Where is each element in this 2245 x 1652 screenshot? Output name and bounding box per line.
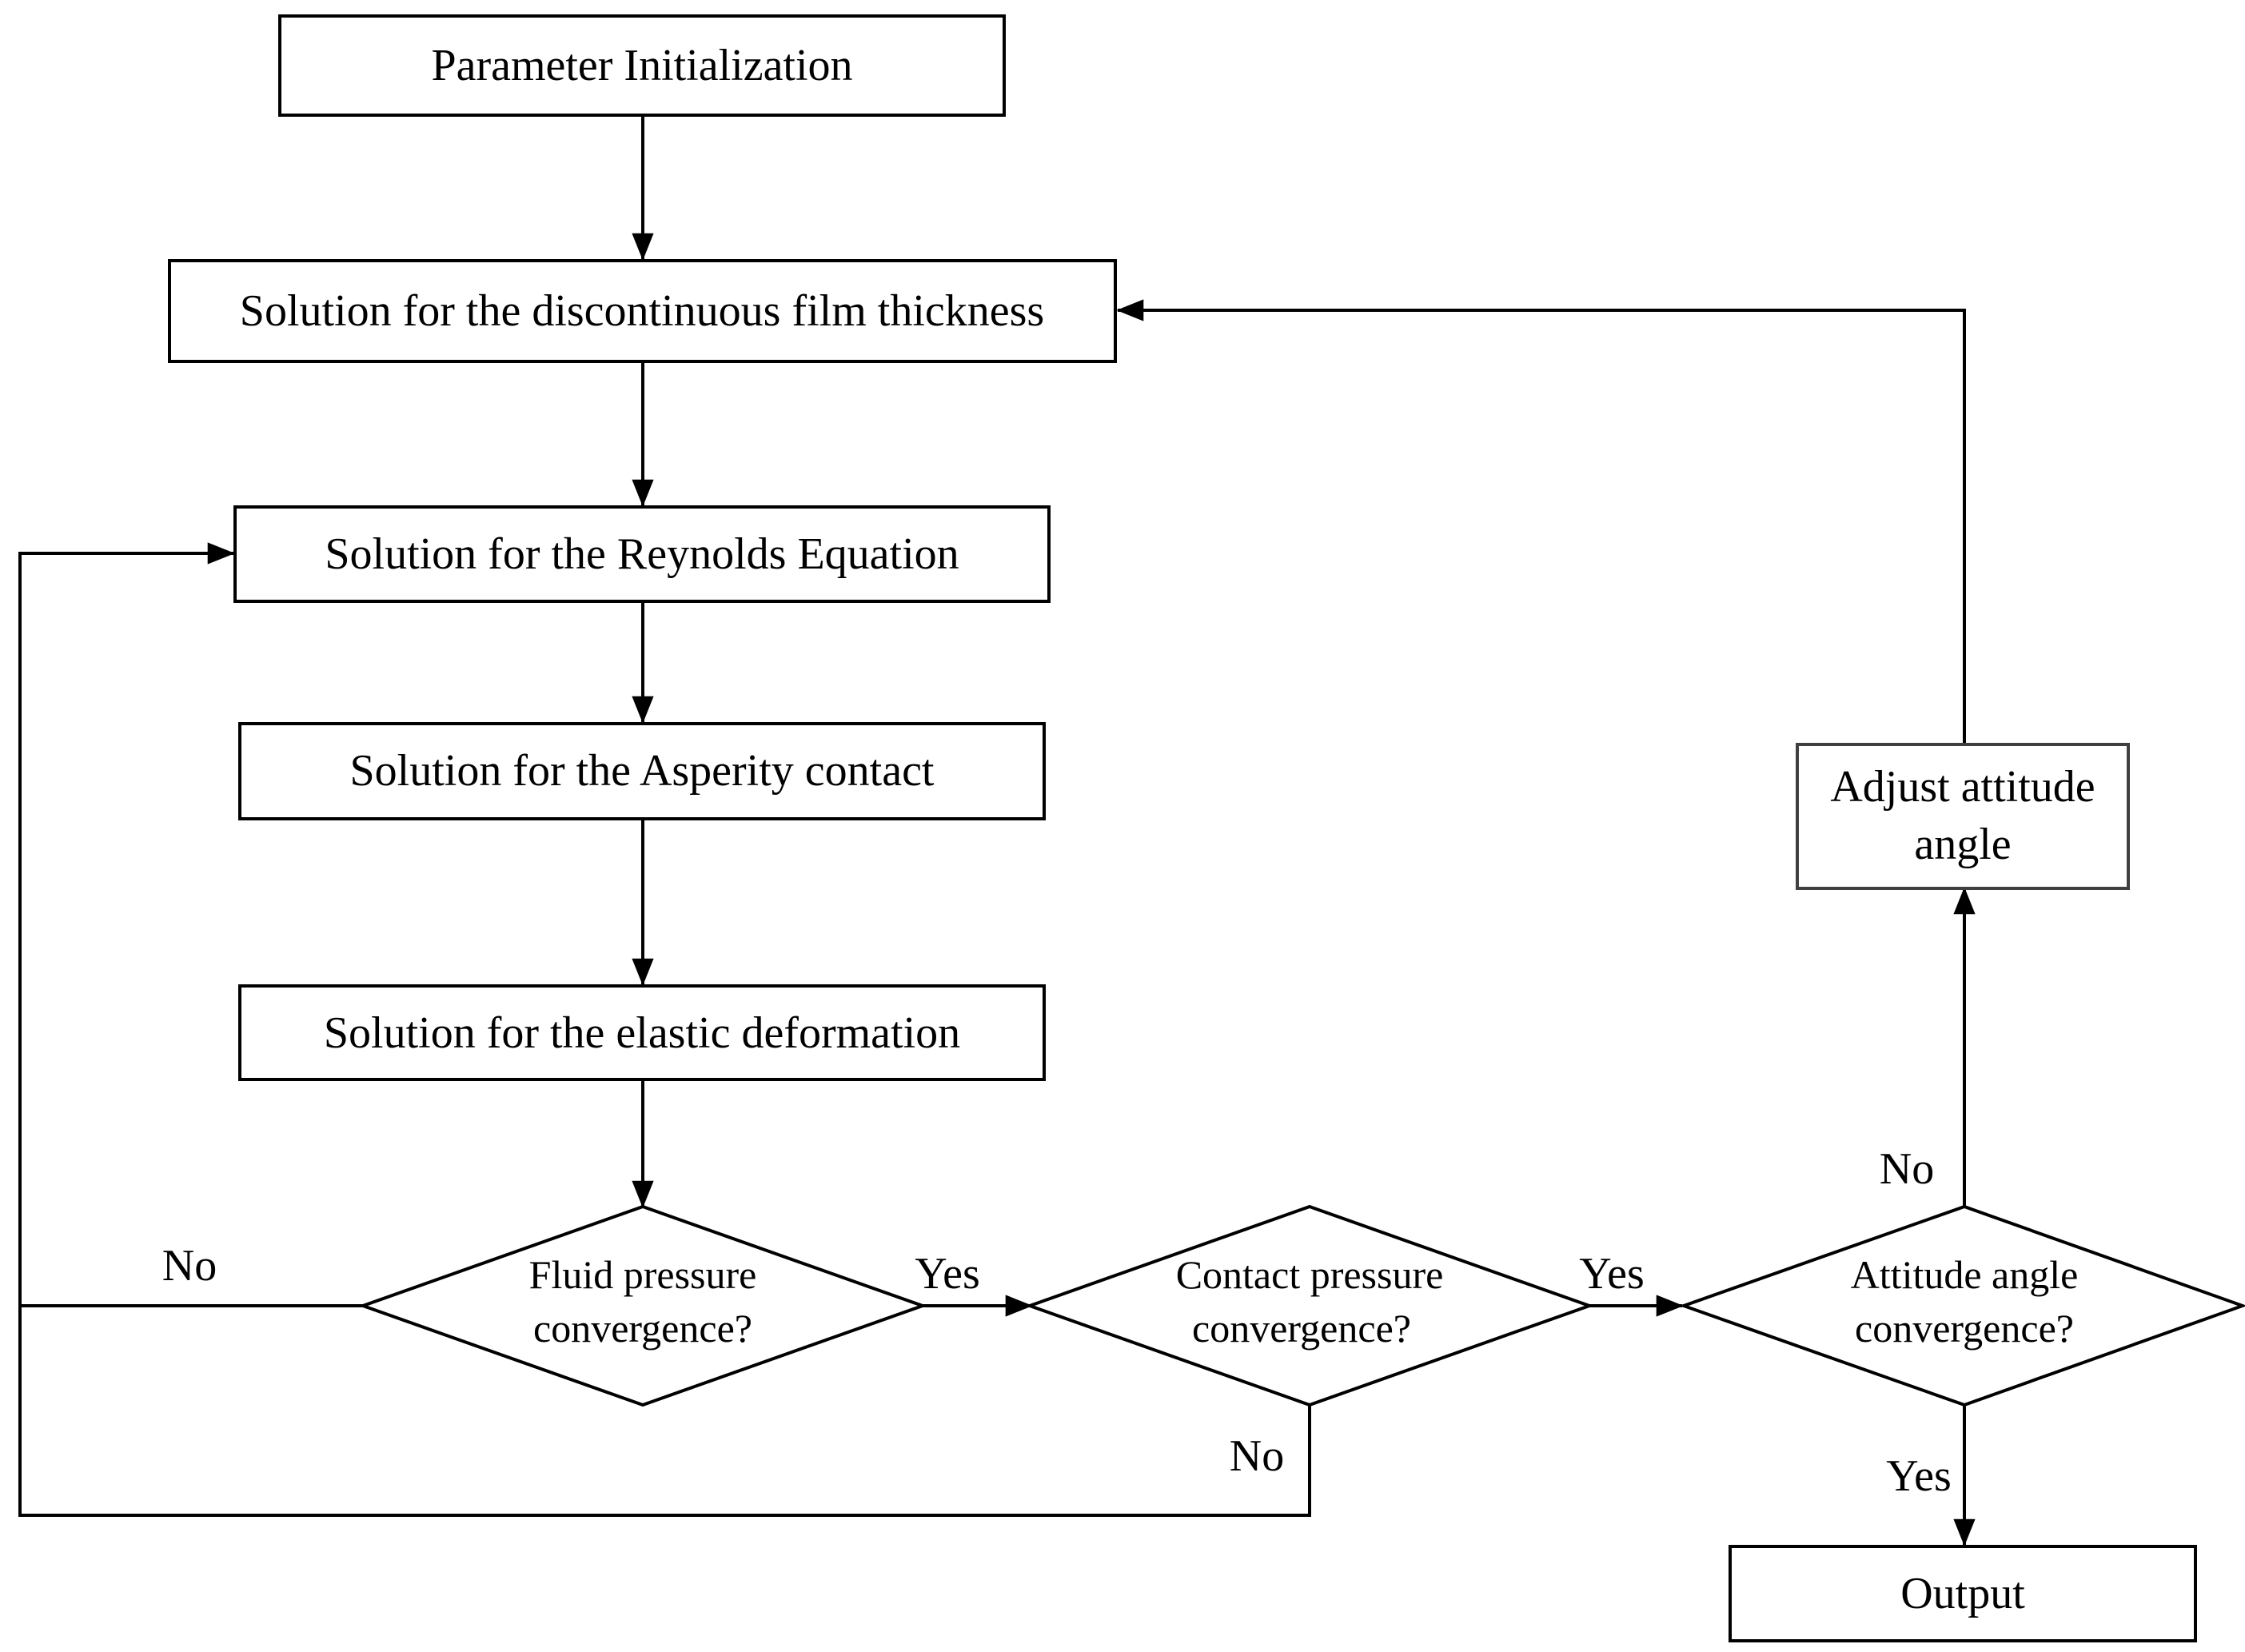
decision-label-line1: Attitude angle: [1851, 1252, 2079, 1297]
box-adjust-attitude-angle: Adjust attitude angle: [1796, 743, 2130, 890]
box-label: Solution for the elastic deformation: [324, 1008, 960, 1058]
box-label: Solution for the Asperity contact: [350, 746, 935, 796]
edge-label-fluid-no: No: [162, 1241, 217, 1291]
decision-label-line2: convergence?: [533, 1306, 752, 1351]
box-label-line1: Adjust attitude: [1830, 762, 2095, 812]
box-discontinuous-film-thickness: Solution for the discontinuous film thic…: [168, 259, 1117, 363]
decision-attitude-angle: Attitude angle convergence?: [1678, 1204, 2245, 1407]
box-asperity-contact: Solution for the Asperity contact: [238, 722, 1046, 820]
box-reynolds-equation: Solution for the Reynolds Equation: [233, 505, 1051, 603]
edge-contact-no-loop: [18, 1306, 1311, 1517]
box-elastic-deformation: Solution for the elastic deformation: [238, 984, 1046, 1081]
box-label: Output: [1900, 1569, 2025, 1618]
edge-label-attitude-no: No: [1880, 1144, 1934, 1194]
decision-label-line2: convergence?: [1855, 1306, 2074, 1351]
box-output: Output: [1729, 1545, 2197, 1642]
decision-label-line1: Contact pressure: [1176, 1252, 1444, 1297]
edge-label-fluid-yes: Yes: [915, 1249, 979, 1299]
decision-label-line1: Fluid pressure: [529, 1252, 757, 1297]
decision-contact-pressure: Contact pressure convergence?: [1025, 1204, 1594, 1407]
edge-label-contact-yes: Yes: [1579, 1249, 1644, 1299]
box-label: Solution for the Reynolds Equation: [325, 529, 959, 579]
box-label: Parameter Initialization: [431, 41, 852, 90]
edge-label-attitude-yes: Yes: [1886, 1451, 1951, 1501]
box-parameter-initialization: Parameter Initialization: [278, 14, 1006, 117]
box-label-line2: angle: [1914, 820, 2011, 869]
decision-fluid-pressure: Fluid pressure convergence?: [358, 1204, 927, 1407]
box-label: Solution for the discontinuous film thic…: [240, 286, 1044, 336]
edge-fluid-no-loop: [18, 542, 363, 1307]
decision-label-line2: convergence?: [1192, 1306, 1411, 1351]
edge-label-contact-no: No: [1230, 1431, 1284, 1481]
edge-adjust-to-film: [1116, 299, 1966, 743]
